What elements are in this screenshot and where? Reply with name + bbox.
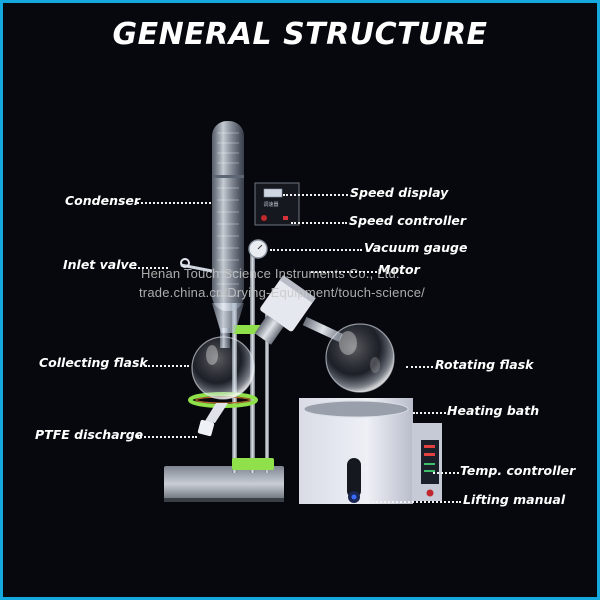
page-title: GENERAL STRUCTURE xyxy=(112,17,488,52)
heating-bath xyxy=(299,398,442,504)
controller-box-text: 调速器 xyxy=(263,201,278,208)
leader-lifting-manual xyxy=(361,501,461,503)
motor-housing xyxy=(254,275,343,345)
leader-speed-controller xyxy=(291,222,347,224)
label-condenser: Condenser xyxy=(65,193,141,208)
leader-rotating-flask xyxy=(406,366,433,368)
vacuum-gauge xyxy=(248,239,268,259)
label-lifting-manual: Lifting manual xyxy=(463,492,566,507)
label-motor: Motor xyxy=(378,262,420,277)
label-speed-display: Speed display xyxy=(350,185,449,200)
leader-collecting-flask xyxy=(145,365,189,367)
rotating-flask xyxy=(325,323,395,393)
label-vacuum-gauge: Vacuum gauge xyxy=(364,240,468,255)
label-inlet-valve: Inlet valve xyxy=(63,257,138,272)
label-ptfe-discharge: PTFE discharge xyxy=(35,427,144,442)
condenser-column xyxy=(180,121,244,333)
leader-vacuum-gauge xyxy=(270,249,362,251)
speed-controller-box: 调速器 xyxy=(254,182,300,226)
watermark-url: trade.china.cn/Drying-Equipment/touch-sc… xyxy=(139,285,425,300)
label-rotating-flask: Rotating flask xyxy=(435,357,534,372)
leader-temp-controller xyxy=(433,472,459,474)
leader-condenser xyxy=(137,202,211,204)
leader-speed-display xyxy=(283,194,348,196)
label-collecting-flask: Collecting flask xyxy=(39,355,148,370)
leader-motor xyxy=(311,271,377,273)
watermark-company: Henan Touch Science Instruments Co., Ltd… xyxy=(141,266,400,281)
collecting-flask xyxy=(191,328,255,437)
leader-ptfe-discharge xyxy=(137,436,197,438)
label-heating-bath: Heating bath xyxy=(447,403,540,418)
leader-inlet-valve xyxy=(134,267,168,269)
rotary-evaporator-illustration: 调速器 xyxy=(164,121,442,504)
base-plate xyxy=(164,466,284,502)
label-speed-controller: Speed controller xyxy=(349,213,467,228)
label-temp-controller: Temp. controller xyxy=(460,463,576,478)
leader-heating-bath xyxy=(413,412,446,414)
